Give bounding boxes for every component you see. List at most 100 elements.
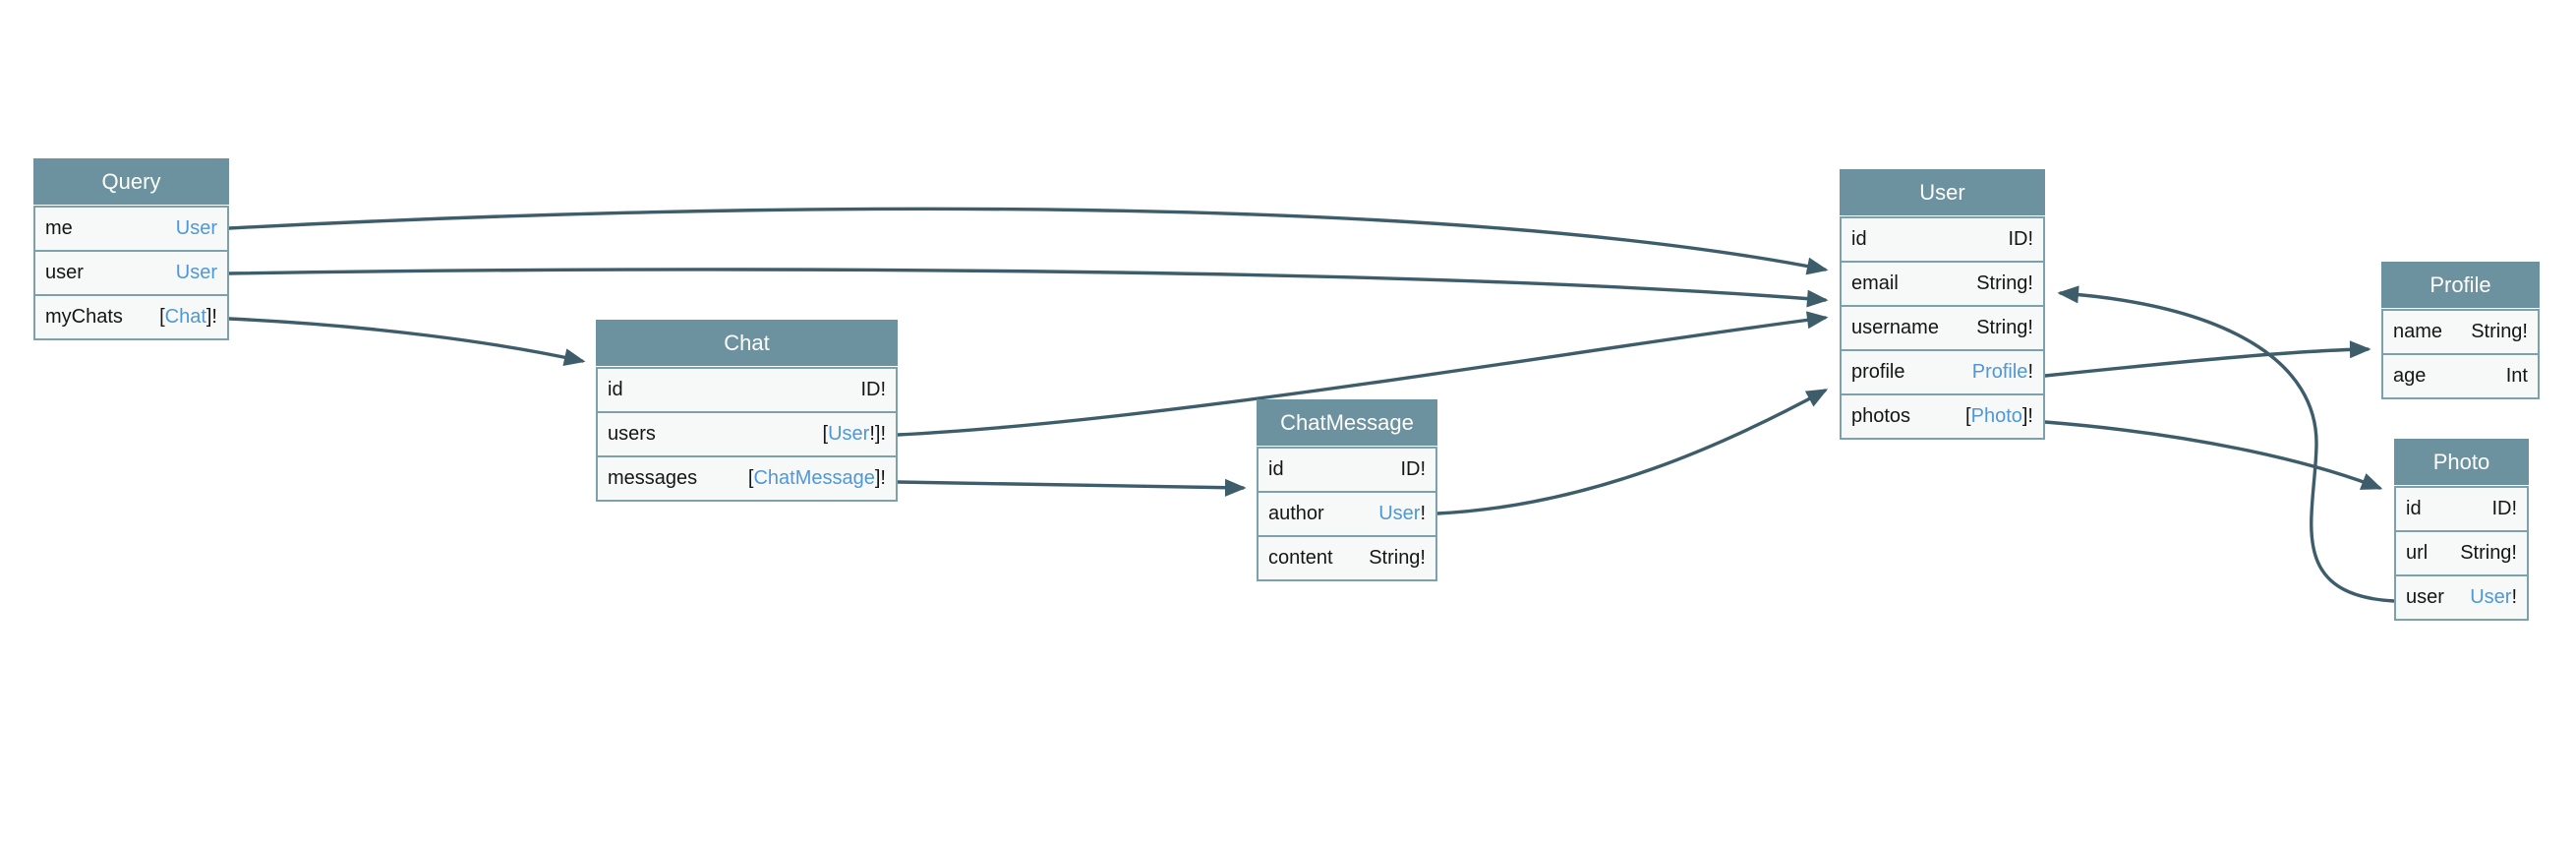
field-name: id <box>2406 498 2422 519</box>
field-chatmessage-author[interactable]: author User! <box>1257 491 1437 537</box>
field-user-email[interactable]: email String! <box>1840 261 2045 307</box>
field-name: profile <box>1851 361 1905 383</box>
field-name: user <box>45 262 84 283</box>
field-name: messages <box>608 467 698 489</box>
type-text: ]! <box>205 306 217 328</box>
type-text: ]! <box>874 467 886 489</box>
type-link-user[interactable]: User <box>828 423 870 445</box>
type-text: String! <box>2471 321 2528 342</box>
table-chatmessage-title[interactable]: ChatMessage <box>1257 399 1437 446</box>
field-type: String! <box>1976 272 2033 295</box>
field-type: [User!]! <box>823 423 886 446</box>
type-text: ! <box>2027 361 2033 383</box>
field-query-myChats[interactable]: myChats[Chat]! <box>33 294 229 340</box>
type-link-profile[interactable]: Profile <box>1971 361 2028 383</box>
field-type: String! <box>1976 317 2033 339</box>
type-text: [ <box>1965 405 1971 427</box>
field-name: author <box>1268 503 1324 524</box>
edge-chat-users-to-user <box>896 311 1829 437</box>
field-type: Profile! <box>1972 361 2033 384</box>
field-chat-messages[interactable]: messages [ChatMessage]! <box>596 455 898 502</box>
edge-chat-messages-to-chatmessage <box>896 478 1247 497</box>
field-type: String! <box>2471 321 2528 343</box>
field-user-username[interactable]: username String! <box>1840 305 2045 351</box>
type-text: String! <box>1976 272 2033 294</box>
type-text: !]! <box>869 423 886 445</box>
field-name: users <box>608 423 656 445</box>
type-text: String! <box>1976 317 2033 338</box>
type-link-chatmessage[interactable]: ChatMessage <box>753 467 875 489</box>
field-query-user[interactable]: user User <box>33 250 229 296</box>
field-type: ID! <box>2491 498 2517 520</box>
field-name: url <box>2406 542 2429 564</box>
type-text: String! <box>2460 542 2517 564</box>
field-user-photos[interactable]: photos[Photo]! <box>1840 393 2045 440</box>
field-type: User! <box>2470 586 2517 609</box>
field-type: [Photo]! <box>1965 405 2033 428</box>
field-name: username <box>1851 317 1939 338</box>
table-photo-title[interactable]: Photo <box>2394 439 2529 485</box>
edge-query-user-to-user <box>227 268 1829 308</box>
table-query-title[interactable]: Query <box>33 158 229 205</box>
field-name: content <box>1268 547 1333 569</box>
field-name: me <box>45 217 73 239</box>
type-text: [ <box>747 467 754 489</box>
edge-query-me-to-user <box>227 207 1829 275</box>
type-text: ! <box>1420 503 1426 524</box>
edge-user-photos-to-photo <box>2043 420 2383 490</box>
type-link-user[interactable]: User <box>175 262 217 283</box>
field-user-id[interactable]: id ID! <box>1840 216 2045 263</box>
type-text: ID! <box>860 379 886 400</box>
field-chat-id[interactable]: id ID! <box>596 367 898 413</box>
field-photo-id[interactable]: id ID! <box>2394 486 2529 532</box>
field-type: ID! <box>2008 228 2033 251</box>
field-profile-name[interactable]: name String! <box>2381 309 2540 355</box>
field-type: [Chat]! <box>159 306 217 329</box>
edge-user-profile-to-profile <box>2043 340 2371 378</box>
type-text: [ <box>822 423 829 445</box>
field-name: id <box>608 379 623 400</box>
table-chat-title[interactable]: Chat <box>596 320 898 366</box>
field-type: Int <box>2506 365 2528 388</box>
table-profile-title[interactable]: Profile <box>2381 262 2540 308</box>
type-text: ]! <box>2021 405 2033 427</box>
type-link-photo[interactable]: Photo <box>1970 405 2022 427</box>
type-text: ! <box>2511 586 2517 608</box>
type-text: ID! <box>1400 458 1426 480</box>
field-user-profile[interactable]: profile Profile! <box>1840 349 2045 395</box>
type-link-user[interactable]: User <box>2470 586 2512 608</box>
type-link-user[interactable]: User <box>1378 503 1421 524</box>
type-link-chat[interactable]: Chat <box>164 306 206 328</box>
field-name: email <box>1851 272 1899 294</box>
type-text: [ <box>159 306 165 328</box>
field-type: User <box>176 217 217 240</box>
edge-query-mychats-to-chat <box>227 317 586 366</box>
field-type: ID! <box>860 379 886 401</box>
field-type: [ChatMessage]! <box>748 467 886 490</box>
field-name: name <box>2393 321 2443 342</box>
edge-photo-user-to-user <box>2057 285 2396 603</box>
type-text: ID! <box>2008 228 2033 250</box>
type-link-user[interactable]: User <box>175 217 217 239</box>
field-query-me[interactable]: me User <box>33 206 229 252</box>
field-photo-url[interactable]: url String! <box>2394 530 2529 576</box>
field-name: id <box>1851 228 1867 250</box>
type-text: Int <box>2505 365 2528 387</box>
field-type: String! <box>2460 542 2517 565</box>
field-type: User! <box>1378 503 1426 525</box>
field-chat-users[interactable]: users [User!]! <box>596 411 898 457</box>
table-user-title[interactable]: User <box>1840 169 2045 215</box>
edge-chatmessage-author-to-user <box>1435 389 1829 515</box>
